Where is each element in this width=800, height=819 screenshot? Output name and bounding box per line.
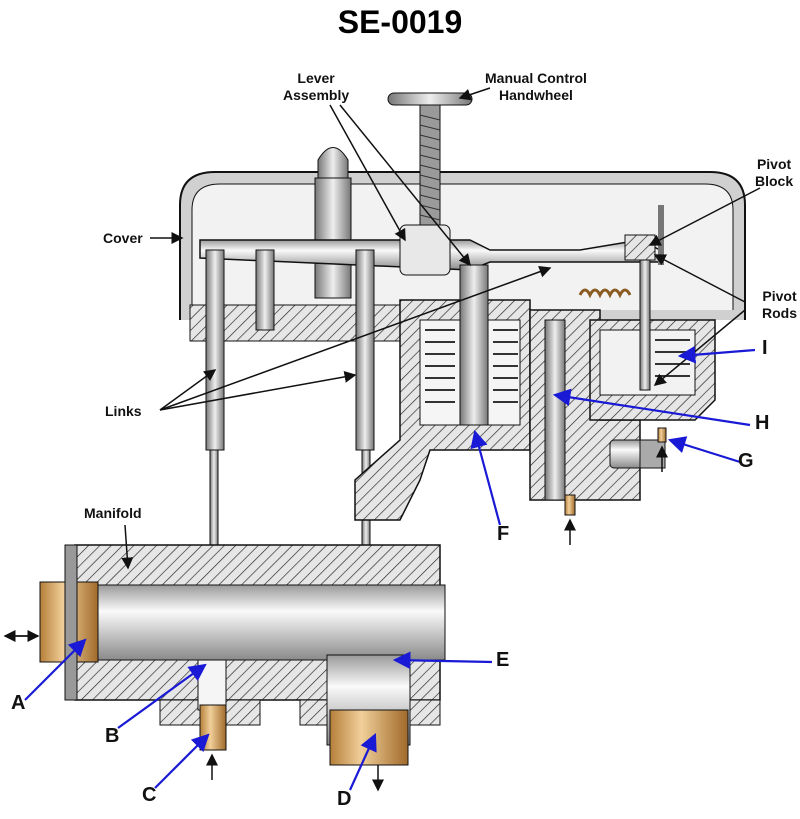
valve-body (354, 264, 716, 521)
cover-nut (317, 147, 349, 179)
leader-lines (3, 87, 761, 792)
label-manifold: Manifold (84, 505, 142, 521)
label-line: Pivot (762, 288, 797, 304)
label-handwheel: Manual Control Handwheel (485, 70, 587, 104)
label-cover: Cover (103, 230, 143, 246)
label-line: Rods (762, 305, 797, 321)
outlet-pipe (329, 709, 409, 766)
label-D: D (337, 788, 352, 810)
label-pivot-rods: Pivot Rods (762, 288, 797, 322)
label-lever-assembly: Lever Assembly (283, 70, 349, 104)
label-links: Links (105, 403, 142, 419)
label-H: H (755, 412, 770, 434)
label-G: G (738, 450, 754, 472)
label-E: E (496, 649, 510, 671)
label-line: Assembly (283, 87, 350, 103)
manifold (39, 427, 667, 766)
label-I: I (762, 337, 768, 359)
label-line: Manual Control (485, 70, 587, 86)
diagram-title: SE-0019 (337, 4, 463, 40)
label-line: Block (755, 173, 794, 189)
label-pivot-block: Pivot Block (755, 156, 793, 190)
cover-post (314, 177, 352, 299)
callout-arrows (24, 345, 756, 791)
pivot-block (578, 205, 664, 391)
label-line: Lever (297, 70, 335, 86)
label-line: Pivot (756, 156, 792, 172)
label-F: F (497, 523, 510, 545)
label-C: C (142, 784, 157, 806)
label-B: B (105, 725, 120, 747)
label-A: A (11, 692, 26, 714)
label-line: Handwheel (498, 87, 573, 103)
